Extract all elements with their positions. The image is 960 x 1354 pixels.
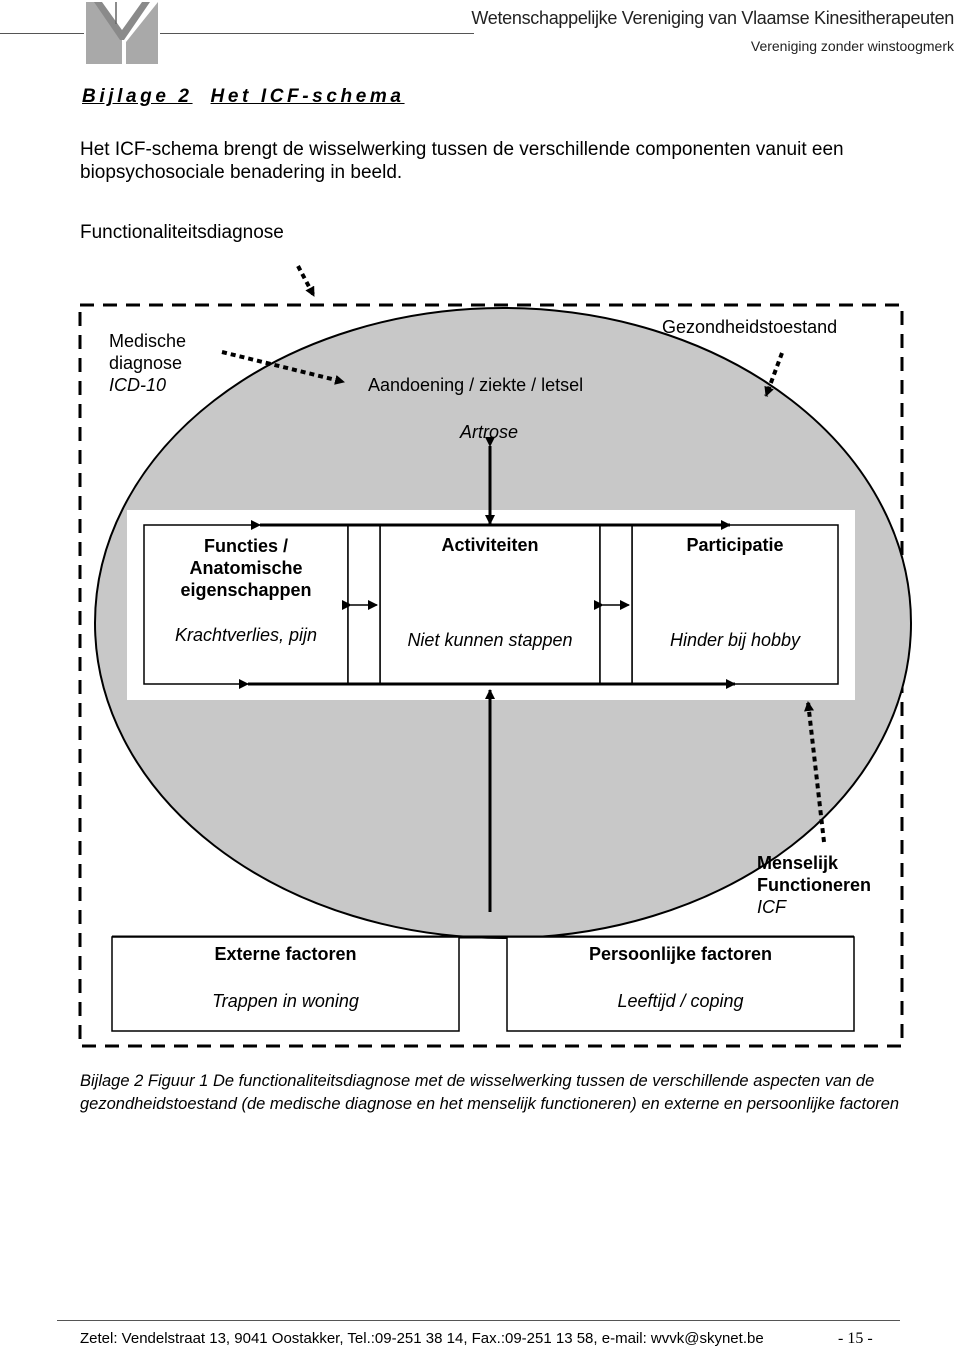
functies-line3: eigenschappen	[180, 580, 312, 600]
menselijk-functioneren-label: Menselijk Functioneren ICF	[757, 852, 871, 918]
wvvk-logo-icon	[86, 2, 158, 64]
header-rule-right	[160, 33, 474, 34]
dashed-frame	[78, 303, 904, 1048]
medische-line1: Medische	[109, 331, 187, 351]
menselijk-line3: ICF	[757, 897, 786, 917]
organisation-subtitle: Vereniging zonder winstoogmerk	[750, 38, 954, 54]
aandoening-label: Aandoening / ziekte / letsel	[368, 375, 584, 395]
title-dashed-arrow	[296, 265, 316, 297]
footer-rule	[57, 1320, 900, 1321]
persoonlijke-factoren-example: Leeftijd / coping	[617, 991, 744, 1011]
diagram-title: Functionaliteitsdiagnose	[80, 222, 284, 243]
externe-factoren-box	[111, 936, 460, 1032]
activiteiten-heading: Activiteiten	[441, 535, 539, 555]
intro-paragraph: Het ICF-schema brengt de wisselwerking t…	[80, 139, 844, 183]
menselijk-line2: Functioneren	[757, 875, 872, 895]
functies-line2: Anatomische	[189, 558, 303, 578]
artrose-label: Artrose	[460, 422, 519, 442]
heading-appendix: Bijlage 2	[82, 86, 193, 107]
functies-example: Krachtverlies, pijn	[174, 625, 318, 645]
activiteiten-box	[379, 524, 601, 685]
footer-address: Zetel: Vendelstraat 13, 9041 Oostakker, …	[80, 1330, 764, 1347]
menselijk-dashed-arrow	[804, 701, 826, 843]
medische-dashed-arrow	[221, 350, 345, 385]
activiteiten-example: Niet kunnen stappen	[407, 630, 573, 650]
header-rule-left	[0, 33, 84, 34]
persoonlijke-factoren-box	[506, 936, 855, 1032]
externe-factoren-example: Trappen in woning	[212, 991, 359, 1011]
medische-diagnose-label: Medische diagnose ICD-10	[109, 330, 186, 396]
participatie-heading: Participatie	[686, 535, 784, 555]
gezondheid-dashed-arrow	[764, 352, 784, 397]
menselijk-line1: Menselijk	[757, 853, 839, 873]
medische-line2: diagnose	[109, 353, 183, 373]
externe-factoren-heading: Externe factoren	[214, 944, 357, 964]
organisation-name: Wetenschappelijke Vereniging van Vlaamse…	[471, 8, 954, 28]
figure-caption: Bijlage 2 Figuur 1 De functionaliteitsdi…	[80, 1072, 900, 1113]
functies-line1: Functies /	[203, 536, 288, 556]
functies-heading: Functies / Anatomische eigenschappen	[146, 535, 346, 601]
heading-title: Het ICF-schema	[210, 86, 405, 107]
persoonlijke-factoren-heading: Persoonlijke factoren	[588, 944, 773, 964]
gezondheidstoestand-label: Gezondheidstoestand	[662, 317, 838, 337]
page-number: - 15 -	[838, 1330, 873, 1347]
section-heading: Bijlage 2 Het ICF-schema	[82, 86, 423, 108]
participatie-example: Hinder bij hobby	[669, 630, 801, 650]
medische-line3: ICD-10	[109, 375, 167, 395]
